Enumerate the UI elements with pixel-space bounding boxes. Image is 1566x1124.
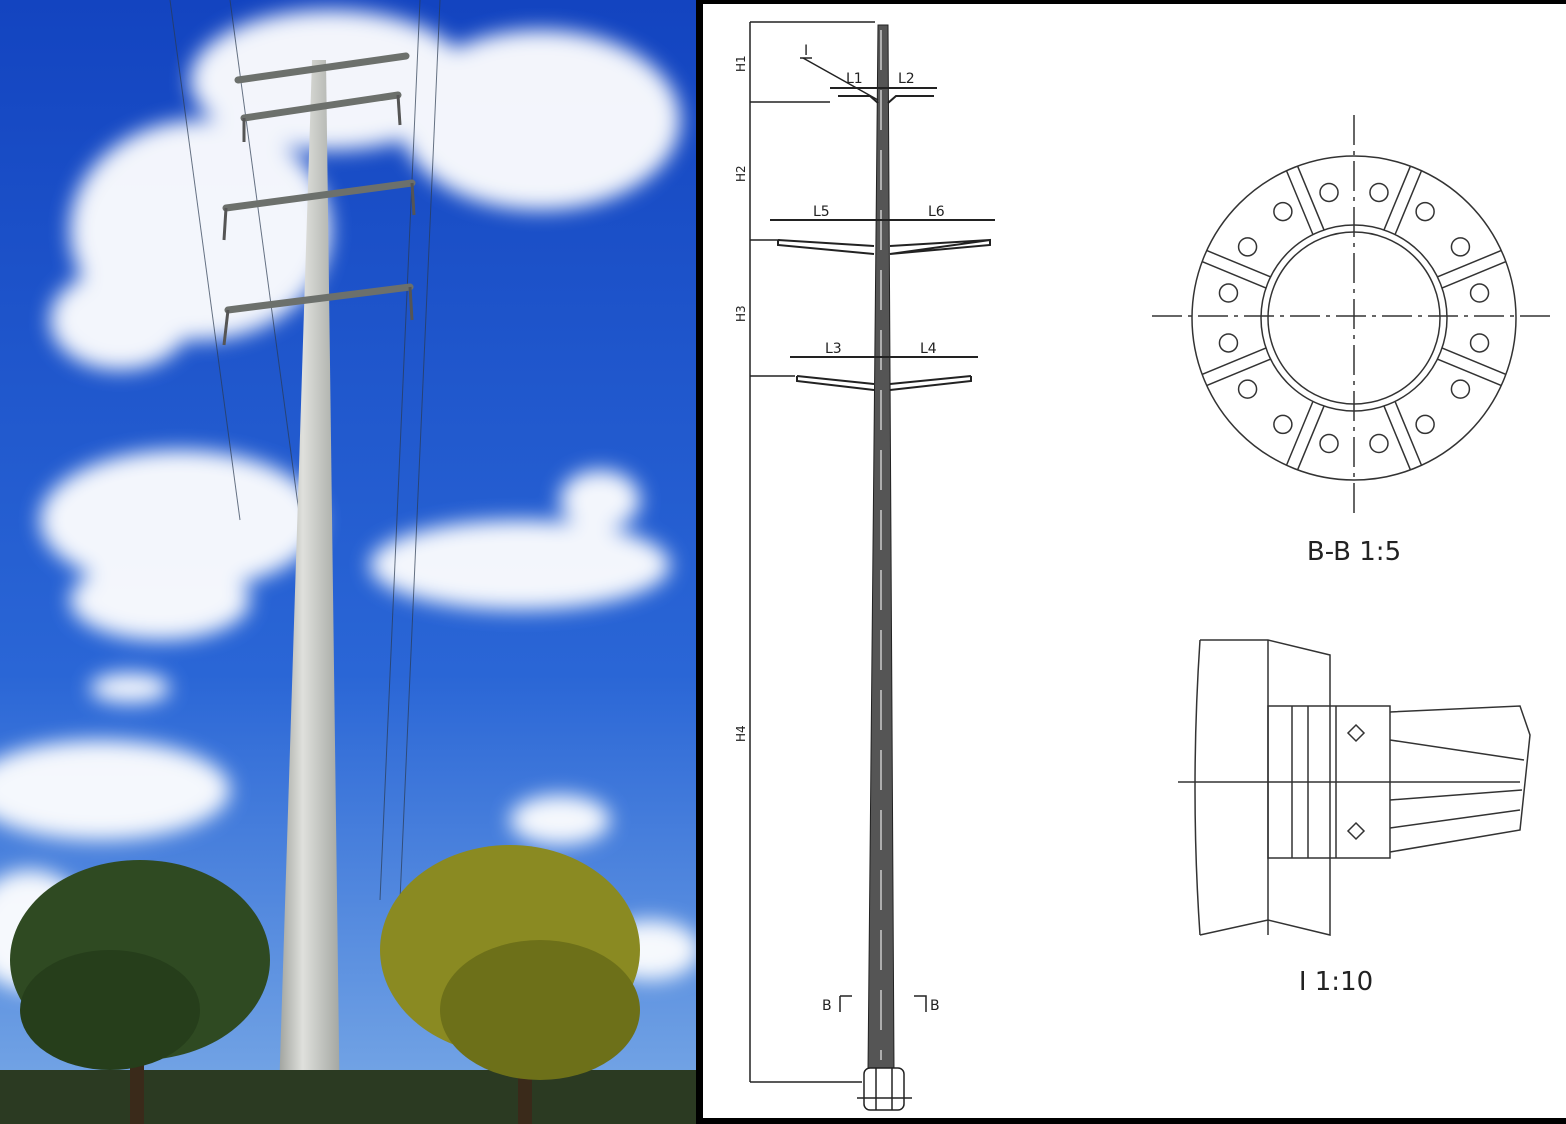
bolt-hole <box>1319 182 1339 203</box>
flange-rib <box>1394 170 1423 235</box>
label-l4: L4 <box>920 341 937 357</box>
bolt-hole <box>1319 433 1339 454</box>
bolt-hole <box>1415 201 1435 222</box>
section-mark-left: B <box>822 998 832 1014</box>
pole-base <box>857 1067 912 1111</box>
pole-photo <box>0 0 696 1124</box>
section-caption: B-B 1:5 <box>1307 537 1401 567</box>
flange-rib <box>1441 260 1507 289</box>
label-h2: H2 <box>734 165 748 182</box>
flange-rib <box>1296 405 1325 471</box>
insulators <box>222 94 416 346</box>
flange-rib <box>1201 260 1267 289</box>
label-l5: L5 <box>813 204 830 220</box>
label-h4: H4 <box>734 725 748 742</box>
flange-rib <box>1206 358 1271 387</box>
ground <box>0 1070 696 1124</box>
bolt-hole <box>1237 237 1258 257</box>
pole-elevation <box>749 21 995 1111</box>
bolt-hole <box>1218 333 1239 353</box>
bolt-hole <box>1469 283 1490 303</box>
cross-arms <box>222 52 416 314</box>
tree-left <box>10 860 270 1124</box>
bolt-hole <box>1273 201 1293 222</box>
bolt-hole <box>1450 379 1471 399</box>
bolt-hole <box>1450 237 1471 257</box>
label-l3: L3 <box>825 341 842 357</box>
arm-joint-detail <box>1178 639 1531 936</box>
bolt-hole <box>1469 333 1490 353</box>
flange-rib <box>1437 358 1502 387</box>
crossarm-middle <box>770 219 995 255</box>
bolt-hole <box>1369 433 1389 454</box>
flange-rib <box>1383 165 1412 231</box>
bolt-hole <box>1218 283 1239 303</box>
engineering-drawing: I L1 L2 L5 L6 L3 L4 H1 H2 H3 H4 B B B-B … <box>703 4 1566 1118</box>
flange-rib <box>1441 347 1507 376</box>
label-l2: L2 <box>898 71 915 87</box>
flange-rib <box>1285 170 1314 235</box>
bolt-hole <box>1273 414 1293 435</box>
flange-rib <box>1394 401 1423 466</box>
pole-shaft <box>278 60 340 1124</box>
flange-rib <box>1285 401 1314 466</box>
flange-rib <box>1206 249 1271 278</box>
detail-caption: I 1:10 <box>1299 967 1373 997</box>
label-l1: L1 <box>846 71 863 87</box>
flange-rib <box>1201 347 1267 376</box>
tree-right <box>380 845 640 1124</box>
flange-rib <box>1383 405 1412 471</box>
section-mark-right: B <box>930 998 940 1014</box>
label-h3: H3 <box>734 305 748 322</box>
arm-labels: L1 L2 L5 L6 L3 L4 <box>813 71 945 357</box>
bolt-hole <box>1415 414 1435 435</box>
base-flange-section <box>1152 115 1556 515</box>
flange-rib <box>1437 249 1502 278</box>
height-labels: H1 H2 H3 H4 <box>734 55 748 742</box>
bolt-hole <box>1237 379 1258 399</box>
detail-marker-label: I <box>804 43 808 59</box>
label-h1: H1 <box>734 55 748 72</box>
crossarm-lower <box>790 356 978 391</box>
flange-rib <box>1296 165 1325 231</box>
bolt-hole <box>1369 182 1389 203</box>
power-lines <box>169 0 441 901</box>
label-l6: L6 <box>928 204 945 220</box>
